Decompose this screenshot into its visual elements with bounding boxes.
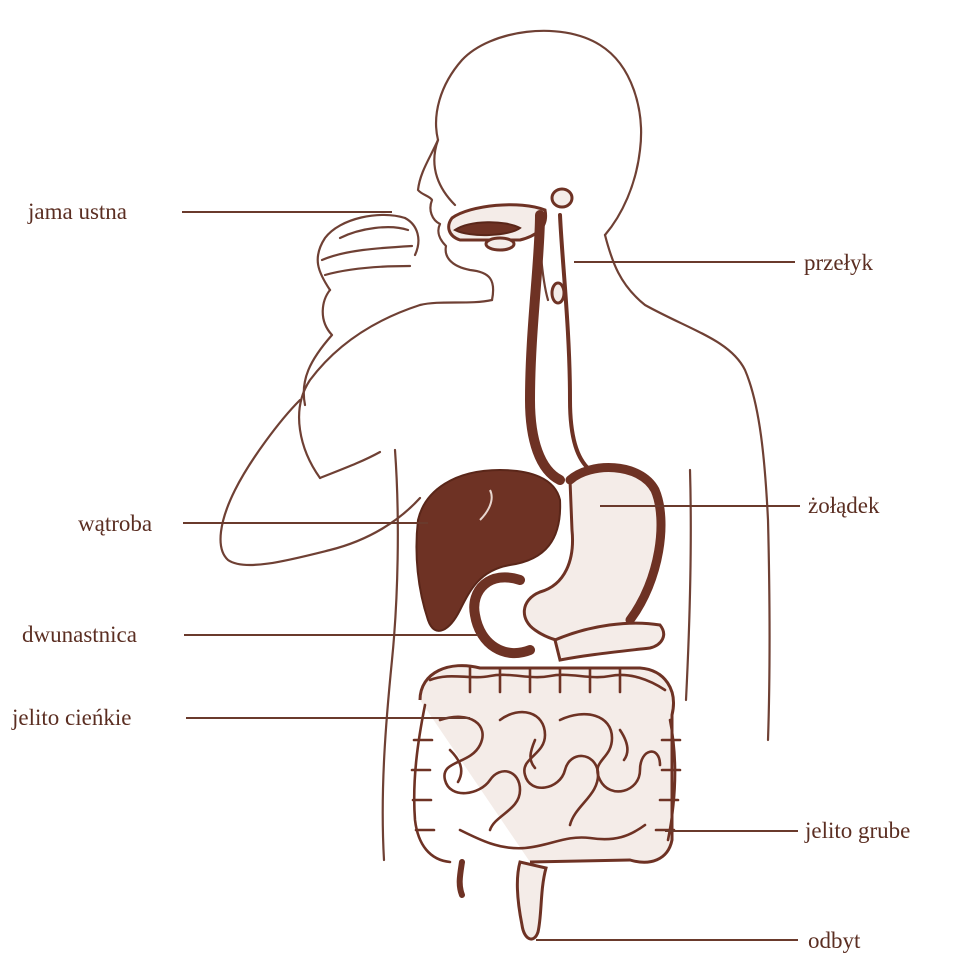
mouth-cavity — [449, 189, 572, 250]
label-liver: wątroba — [78, 511, 152, 536]
rectum — [517, 862, 546, 939]
label-esophagus: przełyk — [804, 250, 873, 275]
label-mouth: jama ustna — [27, 199, 127, 224]
label-anus: odbyt — [808, 928, 861, 953]
large-intestine — [412, 666, 680, 895]
esophagus — [530, 215, 590, 480]
label-duodenum: dwunastnica — [22, 622, 137, 647]
label-small-intestine: jelito cieńkie — [11, 705, 131, 730]
label-stomach: żołądek — [808, 493, 880, 518]
label-large-intestine: jelito grube — [804, 818, 910, 843]
